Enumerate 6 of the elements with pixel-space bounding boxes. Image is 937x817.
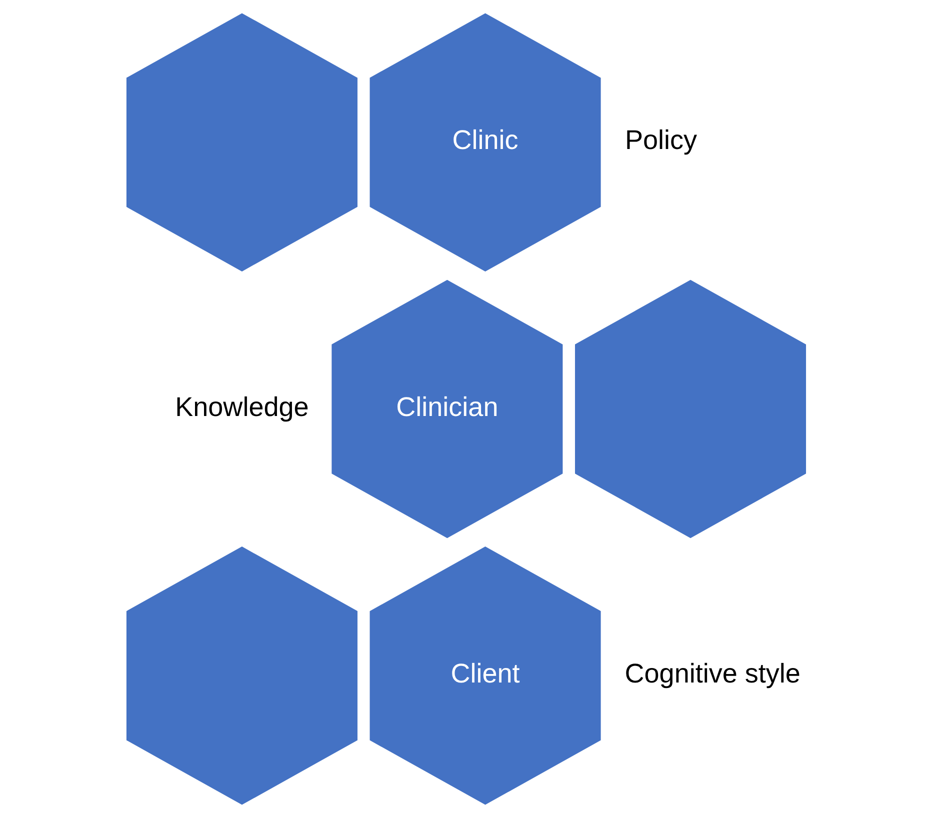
- node-label: Cognitive style: [624, 658, 800, 688]
- node-hexagon: [126, 12, 357, 271]
- node-label: Policy: [624, 124, 697, 155]
- node-hexagon: [126, 546, 357, 804]
- node-hexagon: [574, 279, 806, 538]
- node-label: Knowledge: [174, 391, 308, 422]
